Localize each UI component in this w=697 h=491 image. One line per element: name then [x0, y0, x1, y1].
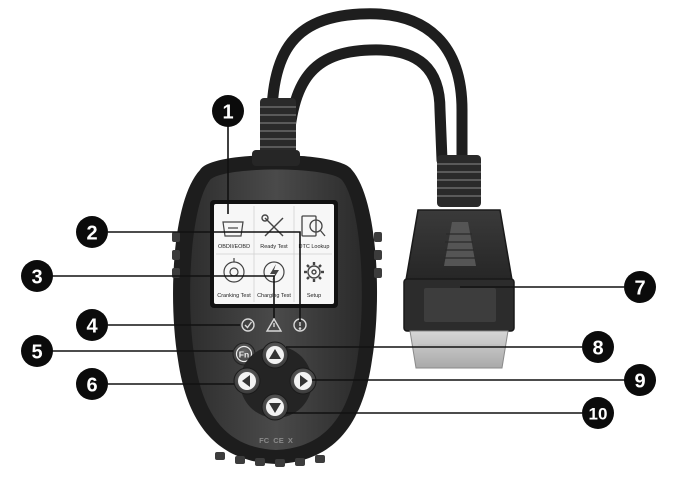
up-arrow-icon — [269, 349, 281, 359]
callout-6: 6 — [76, 368, 108, 400]
svg-text:4: 4 — [86, 316, 98, 338]
svg-text:9: 9 — [634, 371, 645, 393]
up-button[interactable] — [261, 341, 289, 369]
obd-connector — [403, 209, 515, 369]
screen: OBDII/EOBD Ready Test DTC Lookup Crankin… — [210, 200, 338, 308]
callout-leaders — [52, 126, 624, 414]
certification-marks: FC CE X — [259, 436, 293, 445]
svg-text:1: 1 — [222, 102, 233, 124]
check-led-icon — [241, 318, 255, 332]
svg-text:7: 7 — [634, 278, 645, 300]
callout-4: 4 — [76, 309, 108, 341]
enter-button[interactable] — [289, 367, 317, 395]
tile-label-obd[interactable]: OBDII/EOBD — [218, 244, 250, 250]
tools-icon — [261, 214, 284, 237]
callout-10: 10 — [582, 397, 614, 429]
gear-icon — [304, 262, 324, 282]
svg-text:3: 3 — [31, 267, 42, 289]
svg-text:5: 5 — [31, 342, 42, 364]
callout-7: 7 — [624, 271, 656, 303]
down-button[interactable] — [261, 393, 289, 421]
down-arrow-icon — [269, 403, 281, 413]
callout-5: 5 — [21, 335, 53, 367]
callout-1: 1 — [212, 95, 244, 127]
tile-label-cranking-test[interactable]: Cranking Test — [217, 293, 251, 299]
back-button[interactable] — [233, 367, 261, 395]
callout-9: 9 — [624, 364, 656, 396]
callout-2: 2 — [76, 216, 108, 248]
indicator-leds — [241, 317, 307, 332]
keypad: Fn — [232, 341, 317, 421]
cable — [260, 8, 481, 207]
svg-text:8: 8 — [592, 338, 603, 360]
magnifier-icon — [301, 215, 326, 237]
back-arrow-icon — [242, 375, 250, 387]
warning-led-icon — [265, 317, 283, 332]
callout-8: 8 — [582, 331, 614, 363]
svg-text:10: 10 — [589, 405, 608, 424]
enter-arrow-icon — [300, 375, 308, 387]
tile-label-ready-test[interactable]: Ready Test — [260, 244, 288, 250]
svg-text:2: 2 — [86, 223, 97, 245]
tile-label-setup[interactable]: Setup — [307, 293, 321, 299]
callout-3: 3 — [21, 260, 53, 292]
tile-label-dtc-lookup[interactable]: DTC Lookup — [299, 244, 330, 250]
svg-text:6: 6 — [86, 375, 97, 397]
fn-button-label: Fn — [239, 350, 249, 360]
